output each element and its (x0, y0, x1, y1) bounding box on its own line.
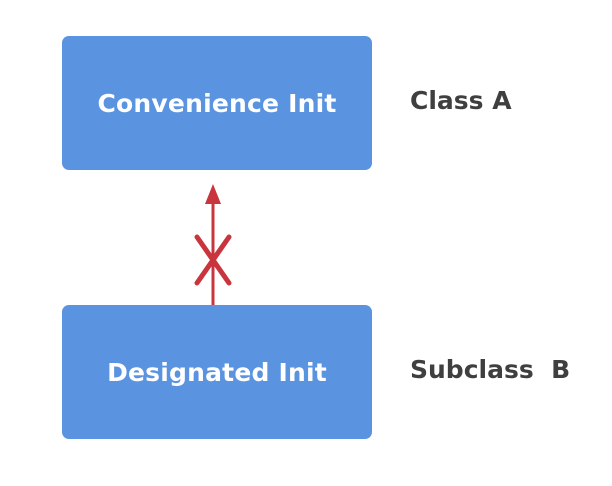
convenience-init-box: Convenience Init (62, 36, 372, 170)
designated-init-label: Designated Init (107, 357, 327, 387)
class-a-label: Class A (410, 86, 512, 115)
arrow-head-icon (205, 184, 221, 204)
cross-icon (194, 234, 232, 286)
subclass-b-label: Subclass B (410, 355, 571, 384)
convenience-init-label: Convenience Init (97, 88, 337, 118)
designated-init-box: Designated Init (62, 305, 372, 439)
